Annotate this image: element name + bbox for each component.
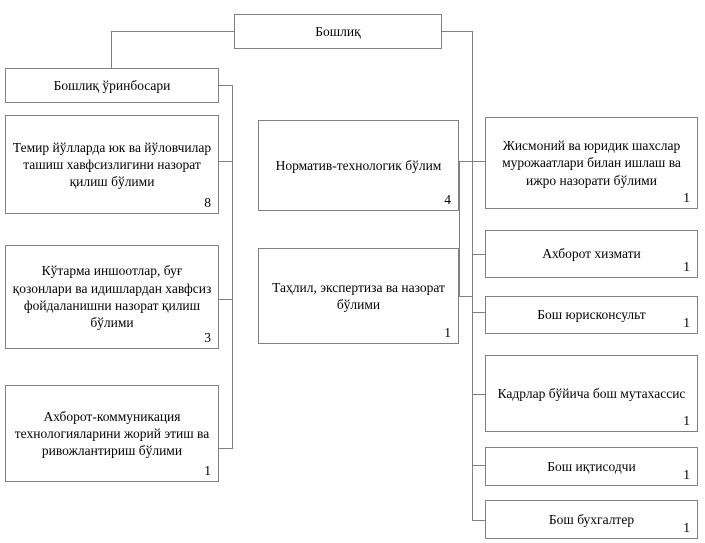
connector-deputy-spine xyxy=(232,85,233,448)
node-kotarma-inshootlar-label: Кўтарма иншоотлар, буғ қозонлари ва идиш… xyxy=(12,263,212,331)
node-jismoniy-yuridik[interactable]: Жисмоний ва юридик шахслар мурожаатлари … xyxy=(485,117,698,209)
connector-middle-spine xyxy=(459,161,460,296)
connector-boshliq-to-right xyxy=(441,31,473,32)
connector-to-bosh-iqtisodchi xyxy=(472,465,486,466)
node-jismoniy-yuridik-count: 1 xyxy=(683,190,690,206)
connector-main-trunk xyxy=(472,31,473,521)
node-boshliq[interactable]: Бошлиқ xyxy=(234,14,442,49)
node-boshliq-orinbosari-label: Бошлиқ ўринбосари xyxy=(53,77,171,93)
node-boshliq-orinbosari[interactable]: Бошлиқ ўринбосари xyxy=(5,68,219,103)
node-bosh-iqtisodchi-count: 1 xyxy=(683,467,690,483)
node-axborot-xizmati[interactable]: Ахборот хизмати 1 xyxy=(485,230,698,278)
connector-to-bosh-yuriskonsult xyxy=(472,312,486,313)
connector-to-axborot-xizmati xyxy=(472,254,486,255)
node-bosh-iqtisodchi[interactable]: Бош иқтисодчи 1 xyxy=(485,447,698,486)
node-axborot-kommunikatsiya-label: Ахборот-коммуникация технологияларини жо… xyxy=(14,408,210,459)
node-kadrlar-bosh-mutaxassis-label: Кадрлар бўйича бош мутахассис xyxy=(497,385,686,401)
node-jismoniy-yuridik-label: Жисмоний ва юридик шахслар мурожаатлари … xyxy=(502,138,681,188)
node-tahlil-ekspertiza-label: Таҳлил, экспертиза ва назорат бўлими xyxy=(272,279,445,312)
node-temir-yollarda[interactable]: Темир йўлларда юк ва йўловчилар ташиш ха… xyxy=(5,115,219,214)
node-bosh-yuriskonsult-count: 1 xyxy=(683,315,690,331)
connector-to-normativ-texnologik xyxy=(459,161,473,162)
node-kotarma-inshootlar-count: 3 xyxy=(204,330,211,346)
node-bosh-yuriskonsult[interactable]: Бош юрисконсульт 1 xyxy=(485,296,698,334)
node-axborot-kommunikatsiya-count: 1 xyxy=(204,463,211,479)
node-kadrlar-bosh-mutaxassis-count: 1 xyxy=(683,413,690,429)
node-bosh-buxgalter[interactable]: Бош бухгалтер 1 xyxy=(485,500,698,539)
node-bosh-buxgalter-label: Бош бухгалтер xyxy=(548,511,635,527)
node-temir-yollarda-label: Темир йўлларда юк ва йўловчилар ташиш ха… xyxy=(12,139,212,190)
node-tahlil-ekspertiza[interactable]: Таҳлил, экспертиза ва назорат бўлими 1 xyxy=(258,248,459,344)
connector-to-bosh-buxgalter xyxy=(472,520,486,521)
connector-to-kadrlar-bosh-mutaxassis xyxy=(472,394,486,395)
node-tahlil-ekspertiza-count: 1 xyxy=(444,325,451,341)
connector-boshliq-left-drop xyxy=(111,31,112,68)
connector-boshliq-to-left xyxy=(111,31,235,32)
node-axborot-kommunikatsiya[interactable]: Ахборот-коммуникация технологияларини жо… xyxy=(5,385,219,482)
node-bosh-iqtisodchi-label: Бош иқтисодчи xyxy=(547,458,636,474)
connector-deputy-out xyxy=(218,85,233,86)
node-bosh-buxgalter-count: 1 xyxy=(683,520,690,536)
node-normativ-texnologik-count: 4 xyxy=(444,192,451,208)
node-bosh-yuriskonsult-label: Бош юрисконсульт xyxy=(537,307,646,323)
node-normativ-texnologik[interactable]: Норматив-технологик бўлим 4 xyxy=(258,120,459,211)
connector-to-jismoniy-yuridik xyxy=(472,161,486,162)
node-temir-yollarda-count: 8 xyxy=(204,195,211,211)
node-boshliq-label: Бошлиқ xyxy=(315,23,361,39)
node-kadrlar-bosh-mutaxassis[interactable]: Кадрлар бўйича бош мутахассис 1 xyxy=(485,355,698,432)
connector-to-temir-yollarda xyxy=(218,161,233,162)
connector-to-kotarma-inshootlar xyxy=(218,299,233,300)
node-kotarma-inshootlar[interactable]: Кўтарма иншоотлар, буғ қозонлари ва идиш… xyxy=(5,245,219,349)
connector-middle-spine-join xyxy=(459,296,473,297)
node-normativ-texnologik-label: Норматив-технологик бўлим xyxy=(275,157,442,173)
node-axborot-xizmati-count: 1 xyxy=(683,259,690,275)
connector-to-axborot-kommunikatsiya xyxy=(218,448,233,449)
node-axborot-xizmati-label: Ахборот хизмати xyxy=(542,246,641,262)
